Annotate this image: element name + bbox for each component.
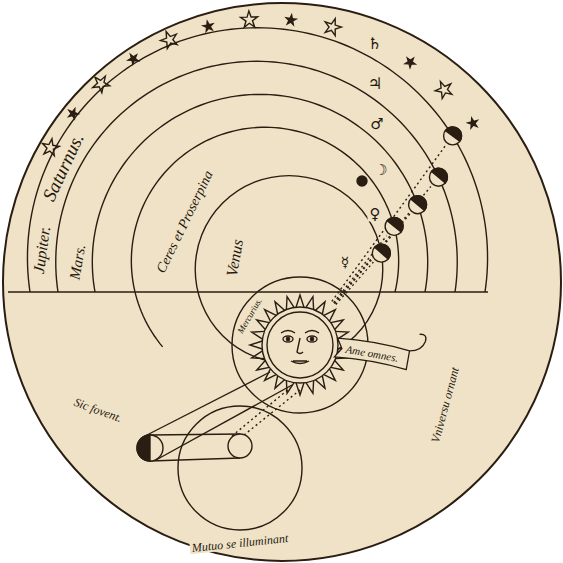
star: [433, 77, 456, 100]
earth-moon-line: [150, 458, 240, 461]
sun-nose: [297, 338, 303, 354]
sun-ray: [250, 341, 262, 349]
planet-shade: [387, 217, 403, 232]
moon: [228, 434, 252, 458]
sun-disc: [262, 307, 338, 383]
planet: [429, 168, 447, 186]
banner-body: [334, 336, 410, 369]
motto-text: Mutuo se illuminant: [189, 532, 290, 554]
sun-pupil: [286, 337, 289, 340]
light-band: [145, 372, 270, 436]
sun-rim: [267, 312, 333, 378]
orbit-label: Mars.: [67, 241, 89, 282]
planet: [444, 127, 462, 145]
earth-moon-line: [150, 434, 240, 435]
star: [66, 107, 79, 121]
star: [126, 52, 139, 65]
star: [404, 55, 418, 68]
sun-brows: [281, 331, 319, 334]
planet-symbol: ♂: [368, 117, 385, 132]
planet: [409, 196, 427, 214]
orbit-arc: [131, 127, 398, 347]
light-band: [156, 385, 292, 460]
star: [240, 11, 258, 28]
planet-symbol: ♀: [368, 207, 383, 222]
star: [322, 16, 343, 37]
planet-shade: [445, 127, 461, 141]
planet: [385, 217, 403, 235]
planet-shade: [411, 196, 427, 211]
orbit-label: Ceres et Proserpina: [153, 167, 216, 277]
sun-eye: [307, 336, 317, 342]
orbit-label: Mercurius.: [235, 295, 265, 337]
orbit-label: Saturnus.: [38, 128, 87, 205]
motto-text: Sic fovent.: [71, 395, 126, 425]
dotted-ray: [334, 186, 430, 303]
sun-eye: [283, 336, 293, 342]
planet-symbol: ♄: [366, 36, 384, 52]
banner-curl: [410, 333, 427, 354]
planet-symbol: ☿: [339, 255, 352, 269]
dotted-ray: [232, 388, 290, 436]
disc: [3, 3, 561, 561]
star: [158, 28, 180, 49]
dotted-ray: [244, 390, 300, 435]
star: [202, 20, 214, 31]
ceres-dot: [357, 176, 367, 186]
orbit-arc: [27, 28, 487, 292]
sun-mouth: [291, 361, 309, 364]
horizon-line: [8, 291, 488, 292]
sun-ray: [296, 383, 304, 395]
banner-scroll: Ame omnes.: [334, 338, 409, 369]
planet-shade: [375, 244, 391, 259]
orbit-label: Jupiter.: [30, 223, 53, 276]
orbit-arc: [56, 61, 457, 292]
planet: [372, 244, 390, 262]
star: [285, 14, 296, 25]
planet-symbol: ♃: [366, 76, 384, 92]
planet-shade: [431, 168, 447, 183]
dotted-ray: [332, 146, 446, 302]
orbit-arc: [92, 94, 427, 292]
star: [467, 116, 480, 129]
earth: [137, 435, 163, 461]
sun-ray: [296, 295, 304, 307]
earth-shade: [137, 435, 150, 461]
motto-text: Vniversu ornant: [429, 364, 462, 446]
orbit-label: Venus: [224, 236, 247, 279]
dotted-ray: [335, 214, 410, 304]
sun-pupil: [310, 337, 313, 340]
moon-orbit: [178, 406, 302, 530]
planet-symbol: ☽: [372, 163, 389, 178]
star: [89, 71, 112, 94]
